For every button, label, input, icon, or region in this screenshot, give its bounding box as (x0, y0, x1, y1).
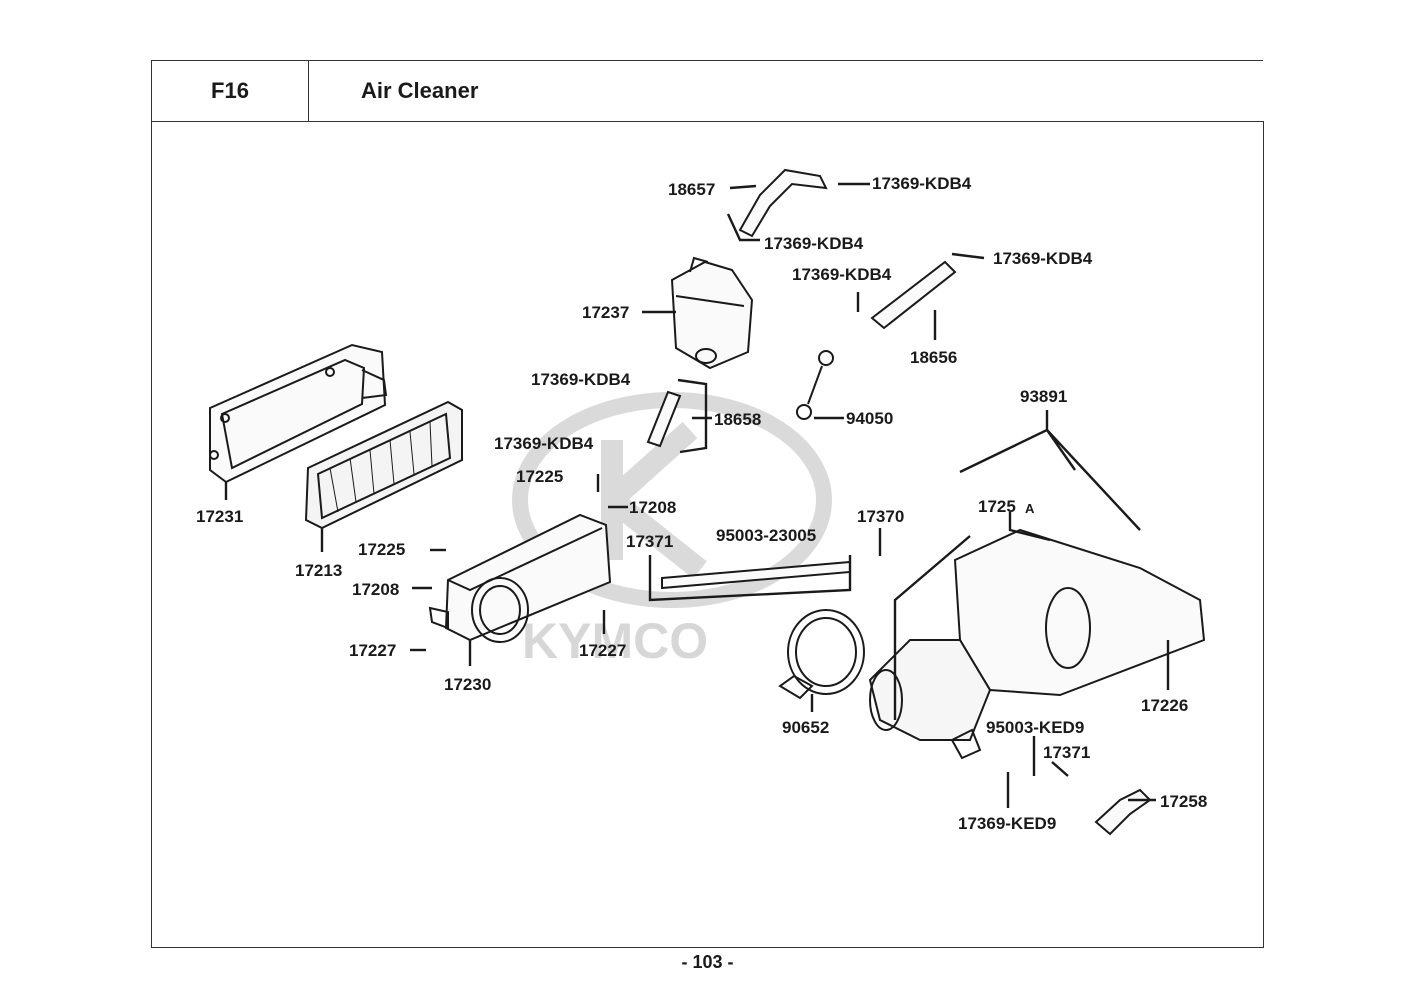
part-label: 95003-KED9 (986, 718, 1085, 737)
part-label: 17369-KDB4 (792, 265, 892, 284)
diagram-frame (151, 121, 1264, 948)
elbow-17258 (1094, 788, 1152, 836)
breather-box-17237 (670, 256, 754, 370)
leader-lines (224, 182, 1170, 808)
part-label: 17213 (295, 561, 343, 580)
hose-18656 (870, 260, 957, 330)
part-label: 17369-KED9 (958, 814, 1057, 833)
part-label: 17369-KDB4 (531, 370, 631, 389)
part-label: 17227 (349, 641, 397, 660)
part-label: 17231 (196, 507, 244, 526)
part-label: 18657 (668, 180, 716, 199)
part-label: 17225 (516, 467, 564, 486)
part-label: 17208 (629, 498, 677, 517)
part-label: 17369-KDB4 (993, 249, 1093, 268)
figure-code: F16 (151, 60, 309, 121)
part-label: 17371 (1043, 743, 1091, 762)
hose-18658 (646, 390, 682, 448)
part-label: 95003-23005 (716, 526, 817, 545)
part-label: 17230 (444, 675, 492, 694)
part-label: 18658 (714, 410, 762, 429)
air-cleaner-case-17226 (868, 528, 1206, 760)
part-label: 17371 (626, 532, 674, 551)
part-label: 90652 (782, 718, 830, 737)
part-label: 17370 (857, 507, 905, 526)
kymco-watermark-text: KYMCO (522, 613, 709, 669)
part-label: 17227 (579, 641, 627, 660)
part-label: 17258 (1160, 792, 1208, 811)
page-title: Air Cleaner (308, 60, 1263, 121)
part-label: 17237 (582, 303, 630, 322)
air-box-cover-17231 (209, 343, 388, 484)
part-label: 17369-KDB4 (872, 174, 972, 193)
clip-94050 (796, 350, 834, 420)
part-label: 17208 (352, 580, 400, 599)
page-number: - 103 - (681, 952, 734, 972)
part-label: 17225 (358, 540, 406, 559)
hose-18657 (738, 168, 828, 238)
intake-duct-17230 (428, 513, 612, 643)
part-label: 17226 (1141, 696, 1189, 715)
part-label: 94050 (846, 409, 894, 428)
filter-element-17213 (304, 400, 463, 530)
part-label: 17369-KDB4 (494, 434, 594, 453)
part-label: 18656 (910, 348, 958, 367)
part-label: 17369-KDB4 (764, 234, 864, 253)
part-label: 93891 (1020, 387, 1068, 406)
part-label: A (1025, 501, 1035, 516)
part-label: 1725 (978, 497, 1016, 516)
clamp-band-90652 (778, 609, 865, 700)
